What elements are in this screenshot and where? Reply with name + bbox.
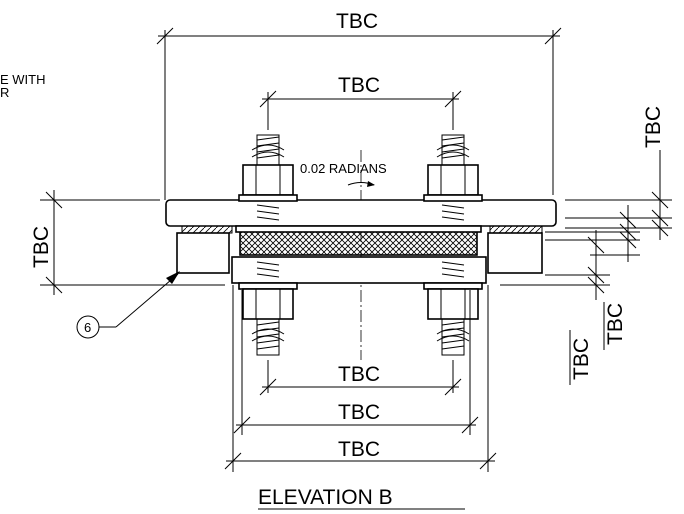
left-weld-strip [181,225,233,234]
bolt-centres-top-dimension: TBC [259,74,462,130]
bottom-dimension-1: TBC [259,360,462,396]
bolt-centres-top-label: TBC [338,74,380,97]
note-line-1: E WITH [0,72,46,87]
left-side-block [176,232,230,274]
bottom-dimension-3: TBC [224,285,497,472]
rotation-label: 0.02 RADIANS [300,161,387,176]
note-line-2: R [0,85,9,100]
callout-6: 6 [76,271,180,339]
right-side-block [487,232,543,274]
bearing-top-shim [235,225,482,233]
left-bolt-assembly [238,134,298,356]
top-plate [165,199,557,227]
overall-width-label: TBC [336,10,378,33]
right-lower-label-1: TBC [604,303,627,345]
right-upper-label: TBC [642,106,665,148]
elastomeric-bearing [239,230,478,256]
left-height-label: TBC [30,226,53,268]
drawing-title: ELEVATION B [258,486,465,510]
right-upper-dimension: TBC [565,106,672,240]
bottom-dimension-3-label: TBC [338,438,380,461]
callout-number: 6 [84,320,91,335]
bottom-dimension-2: TBC [233,290,479,435]
right-lower-label-2: TBC [570,338,593,380]
overall-width-dimension: TBC [156,10,562,200]
bottom-dimension-1-label: TBC [338,363,380,386]
bottom-dimension-2-label: TBC [338,401,380,424]
left-height-dimension: TBC [30,190,225,295]
title-text: ELEVATION B [258,486,393,509]
rotation-annotation: 0.02 RADIANS [300,161,387,187]
right-weld-strip [489,225,543,234]
right-lower-dimensions: TBC TBC [500,205,640,385]
